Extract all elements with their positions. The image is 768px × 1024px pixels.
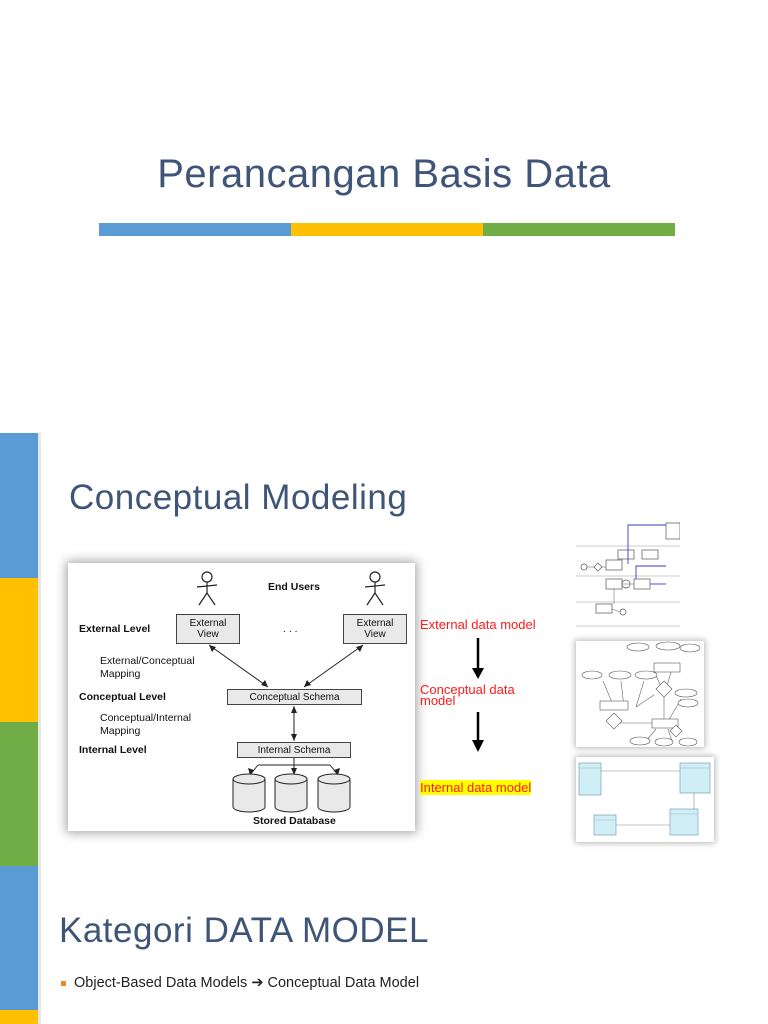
side-strip-yellow-2 [0,1010,38,1024]
ext-conc-mapping-label-1: External/Conceptual [100,655,195,667]
bullet-item: Object-Based Data Models ➔ Conceptual Da… [61,975,419,991]
side-strip-green [0,722,38,866]
relational-schema-image [578,762,711,836]
conceptual-level-label: Conceptual Level [79,691,166,703]
accent-bar-yellow [291,223,483,236]
internal-level-label: Internal Level [79,744,147,756]
bullet-marker [61,980,66,986]
three-schema-diagram: End Users External Level External/Concep… [68,563,415,831]
internal-data-model-label: Internal data model [420,780,532,795]
ellipsis: . . . [283,623,298,635]
side-strip-yellow-1 [0,578,38,722]
ext-conc-mapping-label-2: Mapping [100,668,141,680]
side-strip-edge [38,433,41,1024]
internal-schema-box: Internal Schema [237,742,351,758]
conceptual-model-thumbnail [576,641,704,747]
er-diagram-image [581,641,701,747]
internal-model-thumbnail [576,757,714,842]
conc-int-mapping-label-1: Conceptual/Internal [100,712,192,724]
arrow-icon: ➔ [251,975,264,991]
conc-int-mapping-label-2: Mapping [100,725,141,737]
side-strip-blue-1 [0,433,38,578]
external-model-thumbnail [576,520,681,627]
diagram-lines [196,571,386,813]
slide-title: Kategori DATA MODEL [59,911,429,950]
accent-bar-blue [99,223,291,236]
stored-database-label: Stored Database [253,815,336,827]
conceptual-schema-box: Conceptual Schema [227,689,362,705]
external-level-label: External Level [79,623,151,635]
accent-bar-green [483,223,675,236]
bullet-right-text: Conceptual Data Model [267,975,420,991]
flow-diagram-image [576,522,681,627]
slide-title: Perancangan Basis Data [157,152,611,196]
external-data-model-label: External data model [420,617,536,632]
level-arrows [472,638,484,752]
conceptual-data-model-label: Conceptual data model [420,682,515,708]
bullet-left-text: Object-Based Data Models [74,975,248,991]
side-strip-blue-2 [0,866,38,1010]
slide-title: Conceptual Modeling [69,478,408,517]
end-users-label: End Users [268,581,320,593]
